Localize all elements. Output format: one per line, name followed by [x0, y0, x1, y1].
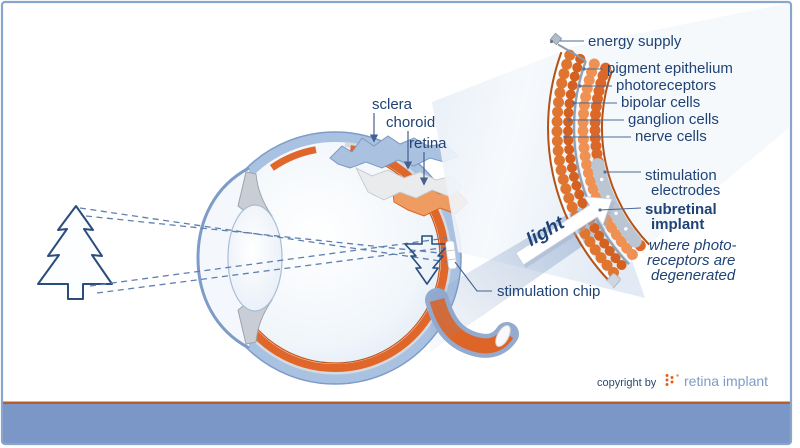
energy-supply-label: energy supply: [588, 33, 682, 50]
cells-row-1: [551, 49, 623, 282]
bipolar-cells-label: bipolar cells: [621, 94, 700, 111]
optic-nerve-cut-face: [495, 325, 511, 347]
footer-orange-rule: [2, 401, 791, 405]
retina-implant-logo-icon: [665, 374, 679, 386]
subretinal-connector: [599, 207, 642, 211]
band-inner-edge: [601, 70, 650, 246]
retina-detail-band: [547, 32, 650, 291]
ganglion-cells-label: ganglion cells: [628, 111, 719, 128]
copyright-block: copyright by retina implant: [597, 373, 768, 389]
electrode-dot: [624, 227, 628, 231]
band-outer-highlight: [549, 52, 613, 282]
energy-supply-dot: [549, 39, 554, 44]
cells-row-3: [577, 58, 641, 264]
copyright-label: copyright by: [597, 377, 657, 389]
stimulation-chip-label: stimulation chip: [497, 283, 600, 300]
pigment-epithelium-line: [572, 60, 630, 266]
band-inner-highlight: [576, 61, 632, 263]
light-ray: [96, 246, 450, 294]
tree-outline: [37, 205, 113, 300]
stimulation-electrodes-label-2: electrodes: [651, 182, 720, 199]
choroid-label: choroid: [386, 114, 435, 131]
band-outer-edge: [547, 51, 612, 283]
eye-retina-topleft: [269, 146, 317, 171]
subretinal-implant-label-2: implant: [651, 216, 704, 233]
light-ray: [85, 215, 450, 255]
subretinal-implant-label-1: subretinal: [645, 201, 717, 218]
light-rays: [79, 207, 450, 294]
inverted-tree-image: [404, 235, 450, 285]
stimulation-electrodes-label-1: stimulation: [645, 167, 717, 184]
stimulation-chip: [445, 240, 458, 270]
pigment-epithelium-label: pigment epithelium: [607, 60, 733, 77]
energy-supply-wire: [557, 43, 587, 62]
implant-labels: stimulation electrodes subretinal implan…: [598, 167, 737, 284]
seen-object-tree: [37, 205, 113, 300]
eye-lens: [227, 204, 283, 312]
eye-cornea: [196, 166, 250, 350]
layer-labels: energy supply pigment epithelium photore…: [560, 33, 733, 145]
light-ray: [89, 237, 448, 287]
light-ray: [79, 207, 448, 263]
light-arrow-body: [515, 196, 613, 266]
cells-row-2: [563, 53, 630, 274]
electrode-dot: [614, 211, 618, 215]
energy-supply-component: [549, 32, 563, 46]
footer-blue-bar: [2, 404, 791, 444]
brand-label: retina implant: [684, 373, 768, 389]
subretinal-implant-strip: [591, 158, 642, 248]
photoreceptors-label: photoreceptors: [616, 77, 716, 94]
chip-connector: [454, 261, 492, 292]
nerve-cells-label: nerve cells: [635, 128, 707, 145]
electrode-dot: [600, 177, 604, 182]
electrode-dot: [606, 195, 610, 199]
eye-labels: sclera choroid retina stimulation chip: [369, 96, 600, 300]
implant-note-1: where photo-: [649, 237, 737, 254]
implant-note-2: receptors are: [647, 252, 735, 269]
cone-upper-glow: [566, 3, 789, 260]
implant-note-3: degenerated: [651, 267, 736, 284]
retina-label: retina: [409, 135, 447, 152]
eye-vitreous: [219, 142, 451, 374]
sclera-label: sclera: [372, 96, 413, 113]
